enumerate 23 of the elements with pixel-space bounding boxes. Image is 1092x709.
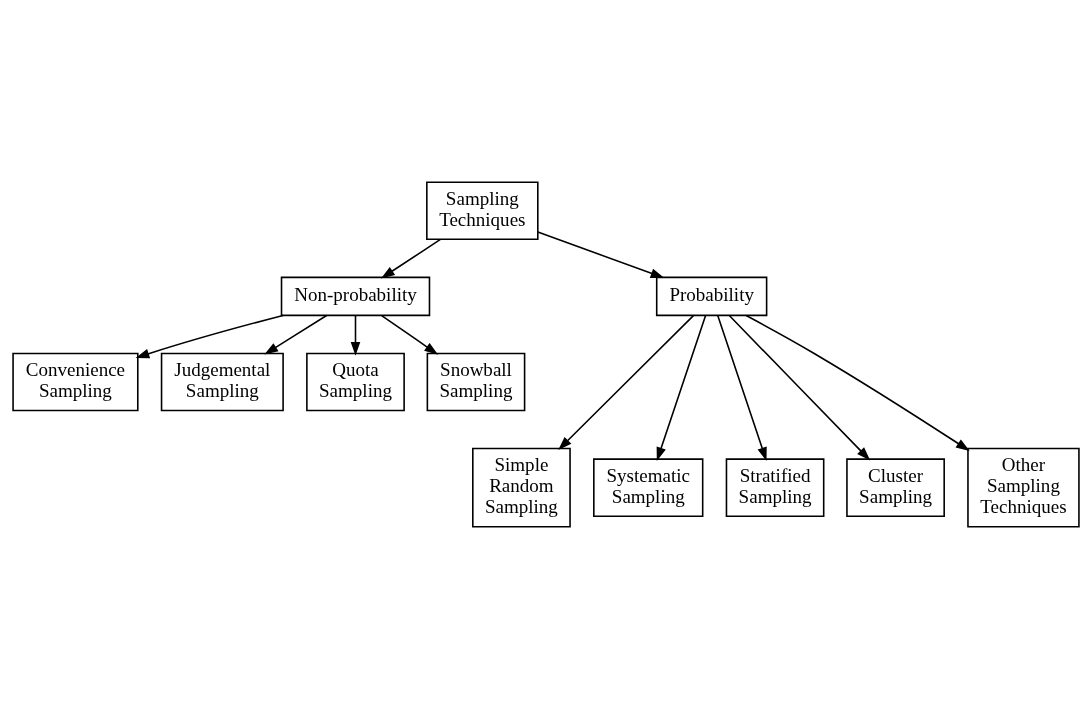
node-box: Systematic Sampling xyxy=(593,458,704,517)
arrow xyxy=(558,314,695,451)
node-box: Probability xyxy=(655,276,768,317)
node-box: Other Sampling Techniques xyxy=(967,447,1080,528)
arrow xyxy=(728,314,871,461)
arrow xyxy=(350,314,361,356)
node-box: Sampling Techniques xyxy=(426,181,539,241)
arrow xyxy=(264,314,328,355)
arrow xyxy=(656,314,707,462)
node-box: Judgemental Sampling xyxy=(160,352,284,412)
arrow xyxy=(380,238,442,279)
node-box: Convenience Sampling xyxy=(12,352,139,412)
node-box: Simple Random Sampling xyxy=(472,447,571,528)
arrow xyxy=(537,231,665,279)
arrow xyxy=(380,314,439,355)
node-box: Stratified Sampling xyxy=(725,458,825,517)
node-box: Snowball Sampling xyxy=(426,352,526,412)
node-box: Quota Sampling xyxy=(306,352,405,412)
node-box: Cluster Sampling xyxy=(846,458,945,517)
arrow xyxy=(716,314,767,462)
arrow xyxy=(135,314,284,359)
node-box: Non-probability xyxy=(280,276,431,317)
arrow xyxy=(745,314,970,451)
